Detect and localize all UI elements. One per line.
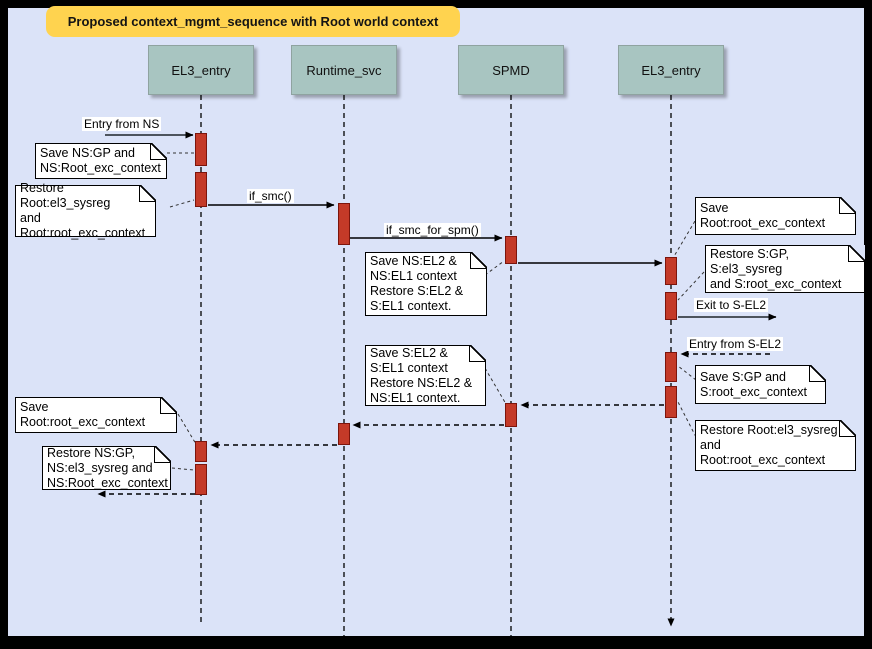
msg-label-exit-to-sel2: Exit to S-EL2 xyxy=(694,298,769,312)
diagram-title: Proposed context_mgmt_sequence with Root… xyxy=(46,6,460,37)
note-connector xyxy=(177,413,197,445)
actor-spmd: SPMD xyxy=(458,45,564,95)
note-connector xyxy=(677,271,705,301)
actor-label: EL3_entry xyxy=(171,62,231,78)
msg-label-if-smc-for-spm: if_smc_for_spm() xyxy=(384,223,481,237)
note-fold-icon xyxy=(160,397,177,414)
note-connector xyxy=(677,401,697,438)
activation-bar xyxy=(505,403,517,427)
actor-label: SPMD xyxy=(492,62,530,78)
actor-el3-entry-left: EL3_entry xyxy=(148,45,254,95)
note-connector xyxy=(481,362,507,405)
note-restore-root-right: Restore Root:el3_sysreg and Root:root_ex… xyxy=(695,420,856,471)
actor-runtime-svc: Runtime_svc xyxy=(291,45,397,95)
actor-label: EL3_entry xyxy=(641,62,701,78)
note-connector xyxy=(484,260,505,276)
note-fold-icon xyxy=(470,252,487,269)
activation-bar xyxy=(505,236,517,264)
activation-bar xyxy=(665,352,677,382)
activation-bar xyxy=(665,257,677,285)
note-fold-icon xyxy=(469,345,486,362)
note-connector xyxy=(171,467,195,471)
note-fold-icon xyxy=(809,365,826,382)
note-fold-icon xyxy=(139,185,156,202)
note-restore-s-gp: Restore S:GP, S:el3_sysreg and S:root_ex… xyxy=(705,245,865,293)
note-save-ns-gp: Save NS:GP and NS:Root_exc_context xyxy=(35,143,167,179)
note-save-root-exc-left: Save Root:root_exc_context xyxy=(15,397,177,433)
note-connector xyxy=(677,365,697,381)
note-save-s-el2: Save S:EL2 & S:EL1 context Restore NS:EL… xyxy=(365,345,486,406)
diagram-canvas xyxy=(8,8,864,636)
note-save-s-gp: Save S:GP and S:root_exc_context xyxy=(695,365,826,404)
activation-bar xyxy=(195,464,207,495)
activation-bar xyxy=(195,441,207,462)
note-save-ns-el2: Save NS:EL2 & NS:EL1 context Restore S:E… xyxy=(365,252,487,316)
note-restore-ns-gp: Restore NS:GP, NS:el3_sysreg and NS:Root… xyxy=(42,446,171,490)
msg-label-entry-from-ns: Entry from NS xyxy=(82,117,162,131)
note-fold-icon xyxy=(839,197,856,214)
note-fold-icon xyxy=(154,446,171,463)
activation-bar xyxy=(338,203,350,245)
note-fold-icon xyxy=(150,143,167,160)
activation-bar xyxy=(195,133,207,166)
activation-bar xyxy=(338,423,350,445)
note-restore-root-el3-sysreg: Restore Root:el3_sysreg and Root:root_ex… xyxy=(15,181,156,240)
note-save-root-exc-right: Save Root:root_exc_context xyxy=(695,197,856,235)
activation-bar xyxy=(665,292,677,320)
msg-label-if-smc: if_smc() xyxy=(247,189,294,203)
msg-label-entry-from-sel2: Entry from S-EL2 xyxy=(687,337,784,351)
note-connector xyxy=(672,215,699,259)
activation-bar xyxy=(665,386,677,418)
note-connector xyxy=(169,199,195,208)
note-fold-icon xyxy=(839,420,856,437)
note-fold-icon xyxy=(848,245,865,262)
actor-el3-entry-right: EL3_entry xyxy=(618,45,724,95)
activation-bar xyxy=(195,172,207,207)
actor-label: Runtime_svc xyxy=(306,62,382,78)
